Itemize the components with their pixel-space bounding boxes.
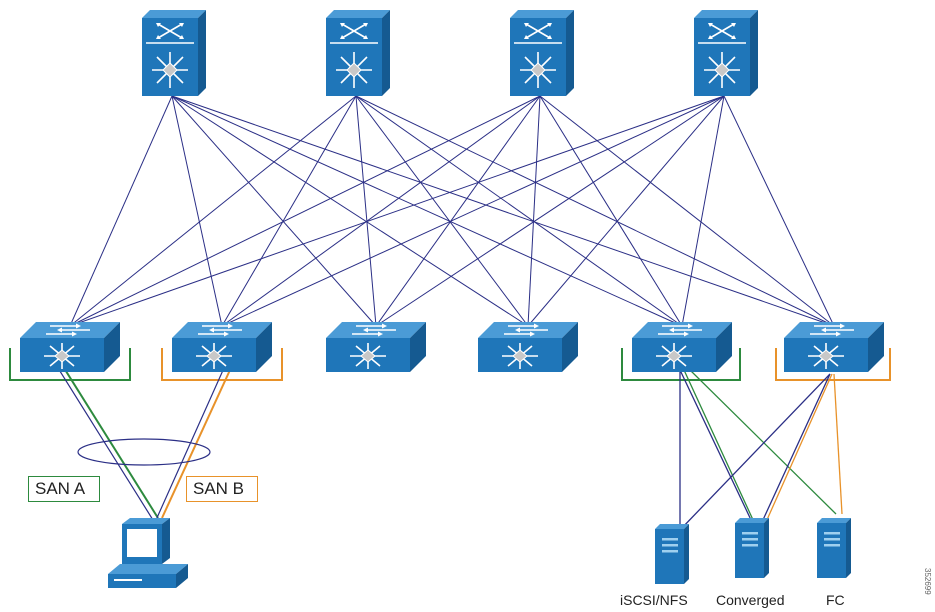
storage-label-fc: FC (826, 592, 845, 608)
mesh-link (539, 95, 683, 327)
storage-link (765, 373, 833, 523)
mesh-link (171, 95, 529, 327)
storage-link (689, 369, 837, 515)
mesh-link (221, 95, 725, 327)
san-a-frame-left (9, 348, 131, 381)
spine-leaf-links (69, 95, 835, 327)
storage-servers (655, 518, 851, 584)
server-icon (655, 524, 689, 584)
mesh-link (69, 95, 173, 327)
host-link-san-b-blue (155, 367, 225, 521)
mesh-link (355, 95, 835, 327)
leaf-switch-icon (632, 322, 732, 372)
mesh-link (375, 95, 541, 327)
mesh-link (527, 95, 725, 327)
mesh-link (69, 95, 541, 327)
mesh-link (221, 95, 357, 327)
storage-link (833, 373, 843, 515)
mesh-link (171, 95, 377, 327)
leaf-switch-icon (784, 322, 884, 372)
leaf-switch-icon (20, 322, 120, 372)
mesh-link (221, 95, 541, 327)
storage-link (679, 369, 753, 523)
mesh-link (171, 95, 223, 327)
leaf-switches (20, 322, 884, 372)
leaf-switch-icon (326, 322, 426, 372)
figure-id: 352699 (923, 568, 932, 595)
storage-label-converged: Converged (716, 592, 785, 608)
port-channel-ellipse (77, 438, 211, 466)
host-link-san-a-blue (57, 367, 154, 521)
mesh-link (375, 95, 725, 327)
storage-links (679, 369, 843, 531)
san-a-label: SAN A (28, 476, 100, 502)
mesh-link (69, 95, 725, 327)
san-b-frame-right (775, 348, 891, 381)
mesh-link (355, 95, 683, 327)
storage-link (683, 369, 755, 523)
spine-switches (142, 10, 758, 96)
core-switch-icon (694, 10, 758, 96)
host-san-links (57, 367, 231, 521)
san-a-frame-right (621, 348, 741, 381)
mesh-link (527, 95, 541, 327)
mesh-link (539, 95, 835, 327)
san-b-frame-left (161, 348, 283, 381)
mesh-link (723, 95, 835, 327)
workstation-icon (108, 518, 188, 589)
san-frames (9, 348, 891, 381)
leaf-switch-icon (478, 322, 578, 372)
storage-link (761, 373, 831, 523)
server-icon (735, 518, 769, 578)
server-icon (817, 518, 851, 578)
host-link-san-a-green (63, 367, 159, 519)
core-switch-icon (326, 10, 390, 96)
storage-link (679, 373, 831, 531)
core-switch-icon (510, 10, 574, 96)
leaf-switch-icon (172, 322, 272, 372)
mesh-link (171, 95, 835, 327)
mesh-link (171, 95, 683, 327)
core-switch-icon (142, 10, 206, 96)
mesh-link (681, 95, 725, 327)
mesh-link (355, 95, 377, 327)
mesh-link (355, 95, 529, 327)
mesh-link (69, 95, 357, 327)
storage-label-iscsi-nfs: iSCSI/NFS (620, 592, 688, 608)
san-b-label: SAN B (186, 476, 258, 502)
